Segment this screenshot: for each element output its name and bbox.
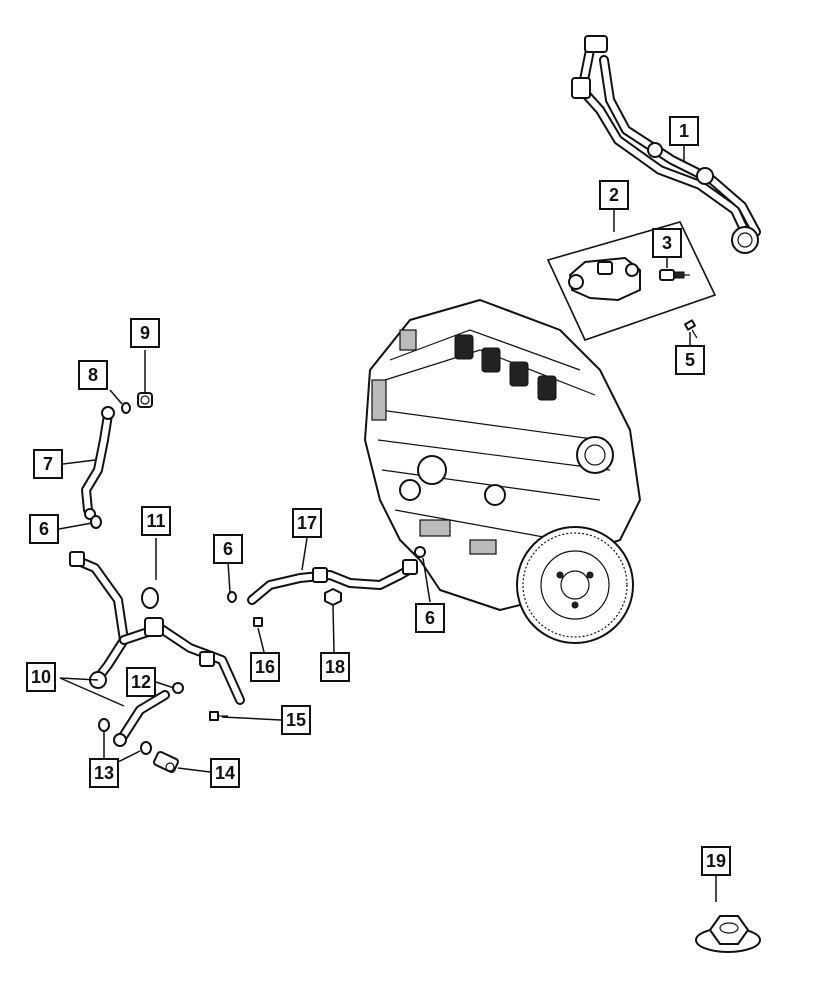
part-5-bolt	[684, 319, 698, 339]
callout-6-right[interactable]: 6	[415, 603, 445, 633]
leader-lines	[58, 146, 717, 902]
part-16-bolt	[253, 617, 263, 627]
callout-13[interactable]: 13	[89, 758, 119, 788]
part-15-bolt	[209, 711, 228, 721]
callout-12[interactable]: 12	[126, 667, 156, 697]
part-3-temperature-sensor	[659, 269, 690, 281]
part-11-o-ring	[141, 587, 159, 609]
part-18-nut	[324, 588, 342, 606]
callout-8[interactable]: 8	[78, 360, 108, 390]
callout-5[interactable]: 5	[675, 345, 705, 375]
callout-15[interactable]: 15	[281, 705, 311, 735]
part-12-seal	[172, 682, 184, 694]
part-6-washer-a	[90, 515, 102, 529]
callout-18[interactable]: 18	[320, 652, 350, 682]
callout-6-middle[interactable]: 6	[213, 534, 243, 564]
callout-1[interactable]: 1	[669, 116, 699, 146]
part-17-hose	[247, 559, 418, 605]
callout-7[interactable]: 7	[33, 449, 63, 479]
part-8-washer	[121, 402, 131, 414]
part-10-coolant-tube	[69, 551, 245, 705]
callout-14[interactable]: 14	[210, 758, 240, 788]
part-2-thermostat-housing-group	[546, 221, 717, 341]
small-hose-assembly	[113, 690, 170, 747]
callout-6-left[interactable]: 6	[29, 514, 59, 544]
callout-16[interactable]: 16	[250, 652, 280, 682]
callout-11[interactable]: 11	[141, 506, 171, 536]
part-9-fitting	[137, 392, 153, 408]
callout-2[interactable]: 2	[599, 180, 629, 210]
part-19-flange-nut	[695, 915, 761, 953]
part-14-fitting	[153, 750, 179, 774]
callout-10[interactable]: 10	[26, 662, 56, 692]
part-13-washer-a	[98, 718, 110, 732]
callout-3[interactable]: 3	[652, 228, 682, 258]
callout-19[interactable]: 19	[701, 846, 731, 876]
part-1-coolant-pipe	[571, 35, 761, 254]
callout-17[interactable]: 17	[292, 508, 322, 538]
engine-assembly	[364, 299, 641, 644]
part-13-washer-b	[140, 741, 152, 755]
callout-9[interactable]: 9	[130, 318, 160, 348]
part-7-hose	[81, 406, 115, 520]
part-6-washer-b	[227, 591, 237, 603]
part-6-washer-c	[414, 546, 426, 558]
